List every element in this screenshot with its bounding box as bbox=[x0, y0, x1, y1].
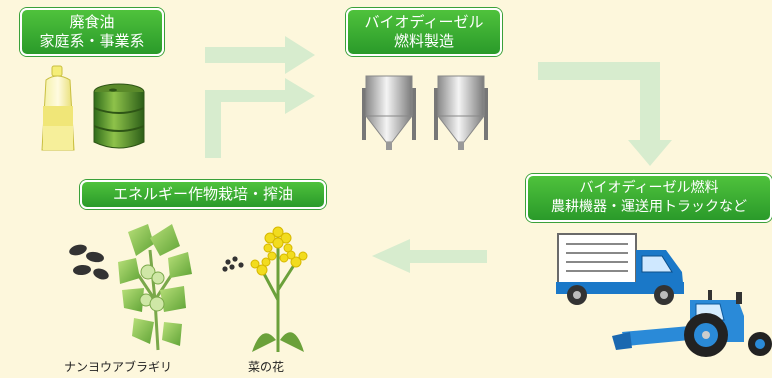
label-energy-crops-line1: エネルギー作物栽培・搾油 bbox=[112, 185, 293, 203]
oil-bottle-illustration bbox=[41, 65, 75, 151]
oil-drum-illustration bbox=[93, 83, 145, 149]
label-biodiesel-production: バイオディーゼル 燃料製造 bbox=[346, 8, 502, 56]
label-waste-oil-line2: 家庭系・事業系 bbox=[39, 32, 145, 50]
truck-illustration bbox=[556, 233, 684, 305]
silo-right-illustration bbox=[434, 75, 488, 150]
flow-arrow-2 bbox=[205, 78, 315, 158]
rapeseed-seeds-illustration bbox=[222, 256, 244, 272]
label-waste-oil: 廃食油 家庭系・事業系 bbox=[20, 8, 164, 56]
label-biodiesel-production-line2: 燃料製造 bbox=[393, 32, 454, 50]
flow-arrow-1 bbox=[205, 36, 315, 74]
label-energy-crops: エネルギー作物栽培・搾油 bbox=[80, 180, 326, 209]
caption-rapeseed: 菜の花 bbox=[248, 360, 285, 374]
jatropha-seeds-illustration bbox=[69, 244, 109, 280]
label-biodiesel-fuel-line2: 農耕機器・運送用トラックなど bbox=[551, 199, 747, 215]
label-biodiesel-fuel-line1: バイオディーゼル燃料 bbox=[579, 180, 719, 196]
label-biodiesel-fuel: バイオディーゼル燃料 農耕機器・運送用トラックなど bbox=[526, 174, 772, 222]
flow-arrow-4 bbox=[372, 239, 487, 273]
jatropha-plant-illustration bbox=[118, 224, 192, 351]
tractor-illustration bbox=[612, 290, 772, 357]
label-waste-oil-line1: 廃食油 bbox=[69, 13, 115, 31]
silo-left-illustration bbox=[362, 75, 416, 150]
flow-arrow-3 bbox=[538, 62, 672, 166]
rapeseed-flower-illustration bbox=[250, 226, 308, 352]
caption-jatropha: ナンヨウアブラギリ bbox=[64, 360, 173, 374]
label-biodiesel-production-line1: バイオディーゼル bbox=[364, 13, 484, 31]
